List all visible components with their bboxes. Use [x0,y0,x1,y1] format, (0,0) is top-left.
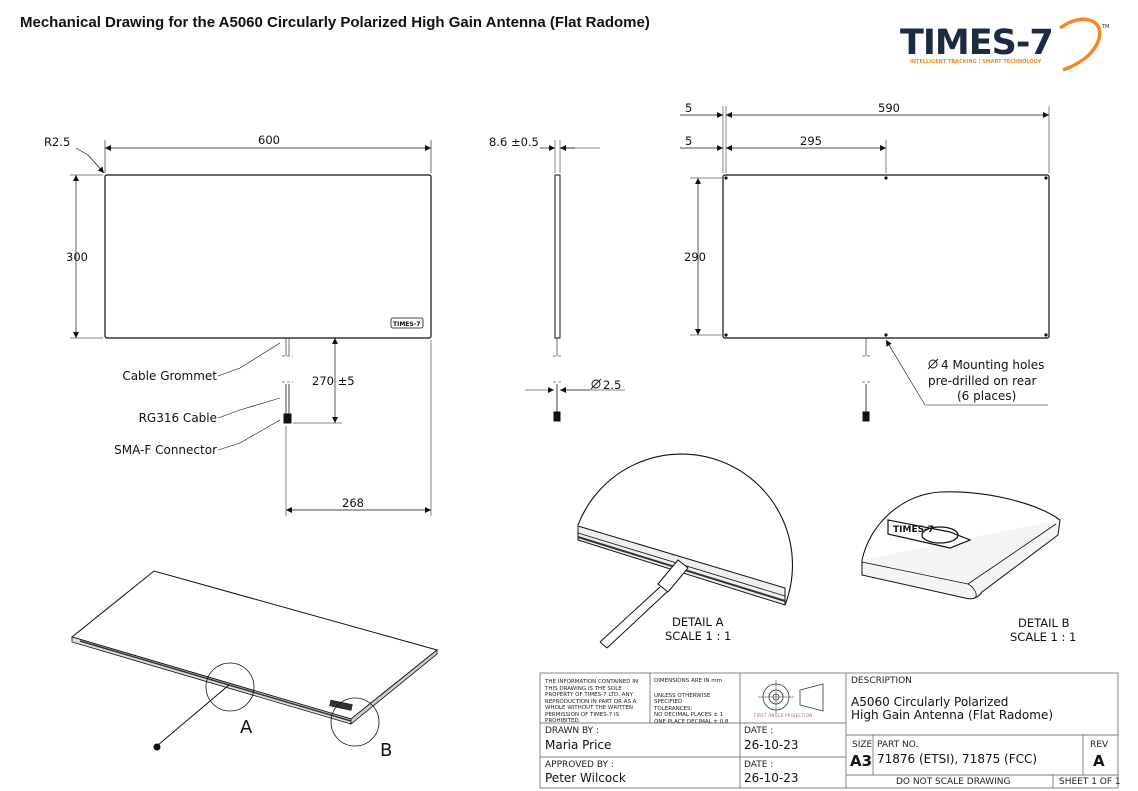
title-block-frame [539,672,1119,789]
sheet-number: SHEET 1 OF 1 [1059,777,1121,787]
diameter-symbol-icon [928,359,938,369]
dim-cable-dia: 2.5 [603,378,621,392]
logo-tagline: INTELLIGENT TRACKING | SMART TECHNOLOGY [910,59,1042,65]
drawn-date-value: 26-10-23 [744,738,799,752]
diameter-symbol-icon [591,379,601,389]
mounting-hole [724,333,728,337]
approved-date-value: 26-10-23 [744,771,799,785]
times7-logo: TIMES-7 TM INTELLIGENT TRACKING | SMART … [900,17,1109,72]
sma-connector [283,413,292,424]
detail-b-label: B [380,740,392,761]
approved-date-label: DATE : [744,760,774,770]
tolerance-line: TOLERANCES: [654,705,693,712]
dim-cable-offset: 268 [342,496,364,510]
logo-wordmark: TIMES-7 [900,23,1053,63]
dim-rear-span: 590 [878,101,900,115]
tolerance-line: ONE PLACE DECIMAL ± 0.8 [654,718,729,725]
approved-by-label: APPROVED BY : [545,760,614,770]
detail-b-badge [887,519,972,549]
detail-a-view [577,453,793,649]
detail-a-marker [205,662,255,712]
logo-swoosh-icon [1058,17,1102,72]
tolerance-line: NO DECIMAL PLACES ± 1 [654,712,724,718]
description-label: DESCRIPTION [851,676,912,686]
side-connector [553,411,561,422]
front-badge-text: TIMES-7 [393,321,420,328]
dim-rear-edge: 5 [685,101,692,115]
dim-cable-length: 270 ±5 [312,374,355,388]
antenna-front-outline [104,174,432,339]
detail-b-title: DETAIL B [1018,616,1070,630]
tolerances-block: DIMENSIONS ARE IN mm UNLESS OTHERWISE SP… [654,678,740,725]
projection-symbol-icon [758,680,824,714]
front-badge [390,317,424,329]
rev-value: A [1093,752,1105,770]
callout-sma: SMA-F Connector [114,443,217,457]
callout-rg316: RG316 Cable [139,411,217,425]
dim-height: 300 [66,250,88,264]
callout-mount-line2: pre-drilled on rear [928,374,1037,388]
rear-view [680,106,1050,422]
detail-b-scale: SCALE 1 : 1 [1010,630,1076,644]
rev-label: REV [1090,740,1109,750]
scale-note: DO NOT SCALE DRAWING [896,777,1011,787]
part-no-value: 71876 (ETSI), 71875 (FCC) [877,752,1038,766]
detail-b-view: TIMES-7 [861,491,1061,600]
isometric-view [70,570,439,751]
mounting-hole [1044,333,1048,337]
mounting-hole [884,176,888,180]
detail-a-label: A [240,717,253,738]
callout-mount-line1: 4 Mounting holes [941,358,1044,372]
detail-b-marker [330,697,380,747]
dim-rear-half: 295 [800,134,822,148]
description-line2: High Gain Antenna (Flat Radome) [851,708,1054,722]
logo-trademark: TM [1101,24,1109,30]
dim-rear-edge-top: 5 [685,134,692,148]
approved-by-value: Peter Wilcock [545,771,626,785]
iso-connector [153,743,161,751]
description-line1: A5060 Circularly Polarized [851,695,1009,709]
drawn-by-value: Maria Price [545,738,612,752]
detail-a-scale: SCALE 1 : 1 [665,629,731,643]
size-label: SIZE [852,740,873,750]
mounting-hole [724,176,728,180]
part-no-label: PART NO. [877,740,919,750]
size-value: A3 [850,752,873,770]
rear-connector [862,411,870,422]
mounting-hole [884,333,888,337]
drawn-date-label: DATE : [744,726,774,736]
antenna-rear-outline [722,174,1050,339]
dims-note: DIMENSIONS ARE IN mm [654,678,722,684]
side-view [525,140,625,422]
detail-b-badge-text: TIMES-7 [893,525,934,535]
tolerance-line: UNLESS OTHERWISE SPECIFIED [654,692,711,706]
dim-thickness: 8.6 ±0.5 [489,135,539,149]
detail-a-title: DETAIL A [672,615,724,629]
dim-width: 600 [258,133,280,147]
mounting-hole [1044,176,1048,180]
callout-mount-line3: (6 places) [957,389,1016,403]
drawn-by-label: DRAWN BY : [545,726,600,736]
antenna-side-outline [554,174,561,339]
page-title: Mechanical Drawing for the A5060 Circula… [20,14,650,31]
copyright-notice: THE INFORMATION CONTAINED IN THIS DRAWIN… [545,679,638,724]
front-view: TIMES-7 [70,140,432,516]
callout-cable-grommet: Cable Grommet [122,369,217,383]
dim-radius: R2.5 [44,135,70,149]
dim-rear-height: 290 [684,250,706,264]
projection-caption: FIRST ANGLE PROJECTION [754,713,813,718]
